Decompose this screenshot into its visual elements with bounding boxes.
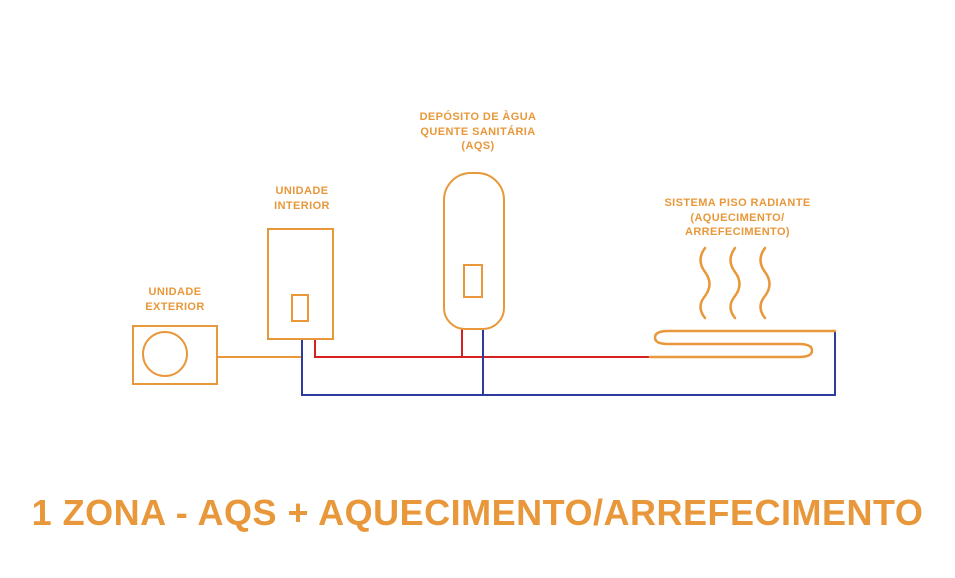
radiant-floor-label: SISTEMA PISO RADIANTE (AQUECIMENTO/ ARRE… <box>664 197 811 238</box>
dhw-tank <box>443 172 505 330</box>
indoor-unit-label: UNIDADE INTERIOR <box>274 185 330 212</box>
floor-coil <box>648 329 837 359</box>
tank-display <box>463 264 483 298</box>
return-water-pipe <box>301 318 836 396</box>
diagram-title: 1 ZONA - AQS + AQUECIMENTO/ARREFECIMENTO <box>31 492 924 533</box>
dhw-tank-label: DEPÓSITO DE ÀGUA QUENTE SANITÁRIA (AQS) <box>419 111 537 152</box>
fan-icon <box>142 331 188 377</box>
indoor-unit <box>267 228 334 340</box>
indoor-unit-display <box>291 294 309 322</box>
heat-waves-icon <box>699 246 771 320</box>
outdoor-unit-label: UNIDADE EXTERIOR <box>145 286 205 313</box>
outdoor-unit <box>132 325 218 385</box>
